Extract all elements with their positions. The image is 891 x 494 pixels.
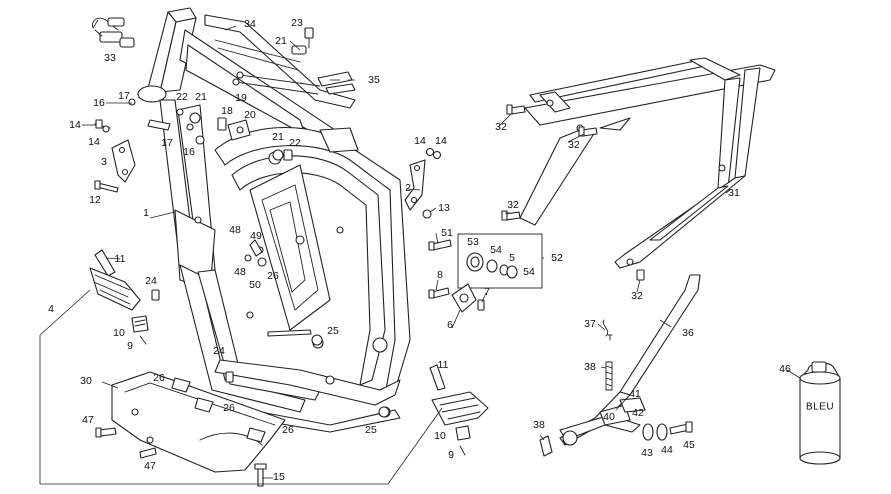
group-outline-leader — [39, 289, 91, 336]
callout-37: 37 — [584, 317, 596, 330]
callout-9-left: 9 — [127, 339, 133, 352]
callout-8: 8 — [437, 268, 443, 281]
callout-17-a: 17 — [118, 89, 130, 102]
callout-31: 31 — [728, 186, 740, 199]
callout-42: 42 — [632, 406, 644, 419]
rear-subframe — [519, 57, 776, 269]
linkage-bearing-group — [457, 233, 543, 289]
callout-48-a: 48 — [229, 223, 241, 236]
callout-22-b: 22 — [289, 136, 301, 149]
callout-22-a: 22 — [176, 90, 188, 103]
ignition-coil-assembly — [92, 17, 135, 48]
callout-21-b: 21 — [195, 90, 207, 103]
callout-33: 33 — [104, 51, 116, 64]
callout-3: 3 — [101, 155, 107, 168]
callout-6: 6 — [447, 318, 453, 331]
callout-32-a: 32 — [495, 120, 507, 133]
callout-11-left: 11 — [114, 252, 126, 265]
callout-2: 2 — [405, 181, 411, 194]
callout-24-a: 24 — [145, 274, 157, 287]
callout-32-d: 32 — [631, 289, 643, 302]
callout-26-c: 26 — [223, 401, 235, 414]
callout-38-b: 38 — [533, 418, 545, 431]
callout-52: 52 — [551, 251, 563, 264]
callout-35: 35 — [368, 73, 380, 86]
callout-41: 41 — [629, 387, 641, 400]
callout-14-a: 14 — [69, 118, 81, 131]
bolts-and-nuts — [94, 98, 485, 418]
callout-25-a: 25 — [327, 324, 339, 337]
callout-50: 50 — [249, 278, 261, 291]
callout-11-right: 11 — [437, 358, 449, 371]
callout-4: 4 — [48, 302, 54, 315]
callout-21-a: 21 — [275, 34, 287, 47]
callout-43: 43 — [641, 446, 653, 459]
callout-36: 36 — [682, 326, 694, 339]
main-frame — [137, 7, 411, 433]
callout-45: 45 — [683, 438, 695, 451]
leader-lines — [82, 19, 801, 479]
callout-10-left: 10 — [113, 326, 125, 339]
callout-9-right: 9 — [448, 448, 454, 461]
footrest-left — [89, 267, 149, 345]
engine-mount-plates — [111, 139, 426, 211]
callout-26-b: 26 — [153, 371, 165, 384]
callout-1: 1 — [143, 206, 149, 219]
callout-7: 7 — [484, 285, 490, 298]
rear-mount-bracket — [204, 14, 356, 109]
callout-14-c: 14 — [414, 134, 426, 147]
subframe-bolts — [501, 104, 645, 281]
callout-32-c: 32 — [507, 198, 519, 211]
paint-can-label: BLEU — [805, 401, 835, 413]
callout-38-a: 38 — [584, 360, 596, 373]
callout-21-c: 21 — [272, 130, 284, 143]
callout-14-b: 14 — [88, 135, 100, 148]
callout-47-a: 47 — [82, 413, 94, 426]
callout-32-b: 32 — [568, 138, 580, 151]
callout-20: 20 — [244, 108, 256, 121]
callout-30: 30 — [80, 374, 92, 387]
callout-16-a: 16 — [93, 96, 105, 109]
callout-26-a: 26 — [267, 269, 279, 282]
callout-44: 44 — [661, 443, 673, 456]
callout-54-a: 54 — [490, 243, 502, 256]
callout-23: 23 — [291, 16, 303, 29]
callout-34: 34 — [244, 17, 256, 30]
callout-46: 46 — [779, 362, 791, 375]
linkage-rocker — [451, 283, 477, 313]
callout-40: 40 — [603, 410, 615, 423]
callout-54-b: 54 — [523, 265, 535, 278]
paint-can — [799, 361, 841, 465]
callout-25-b: 25 — [365, 423, 377, 436]
callout-47-b: 47 — [144, 459, 156, 472]
callout-19: 19 — [235, 91, 247, 104]
callout-14-d: 14 — [435, 134, 447, 147]
callout-5: 5 — [509, 251, 515, 264]
group-outline — [39, 335, 443, 485]
callout-49: 49 — [250, 229, 262, 242]
callout-17-b: 17 — [161, 136, 173, 149]
callout-51: 51 — [441, 226, 453, 239]
callout-48-b: 48 — [234, 265, 246, 278]
callout-12: 12 — [89, 193, 101, 206]
callout-10-right: 10 — [434, 429, 446, 442]
callout-26-d: 26 — [282, 423, 294, 436]
callout-24-b: 24 — [213, 344, 225, 357]
footrest-right — [431, 391, 489, 456]
side-stand — [539, 274, 701, 457]
skid-plate — [95, 371, 286, 487]
callout-13: 13 — [438, 201, 450, 214]
callout-18: 18 — [221, 104, 233, 117]
callout-16-b: 16 — [183, 145, 195, 158]
callout-15: 15 — [273, 470, 285, 483]
callout-53: 53 — [467, 235, 479, 248]
